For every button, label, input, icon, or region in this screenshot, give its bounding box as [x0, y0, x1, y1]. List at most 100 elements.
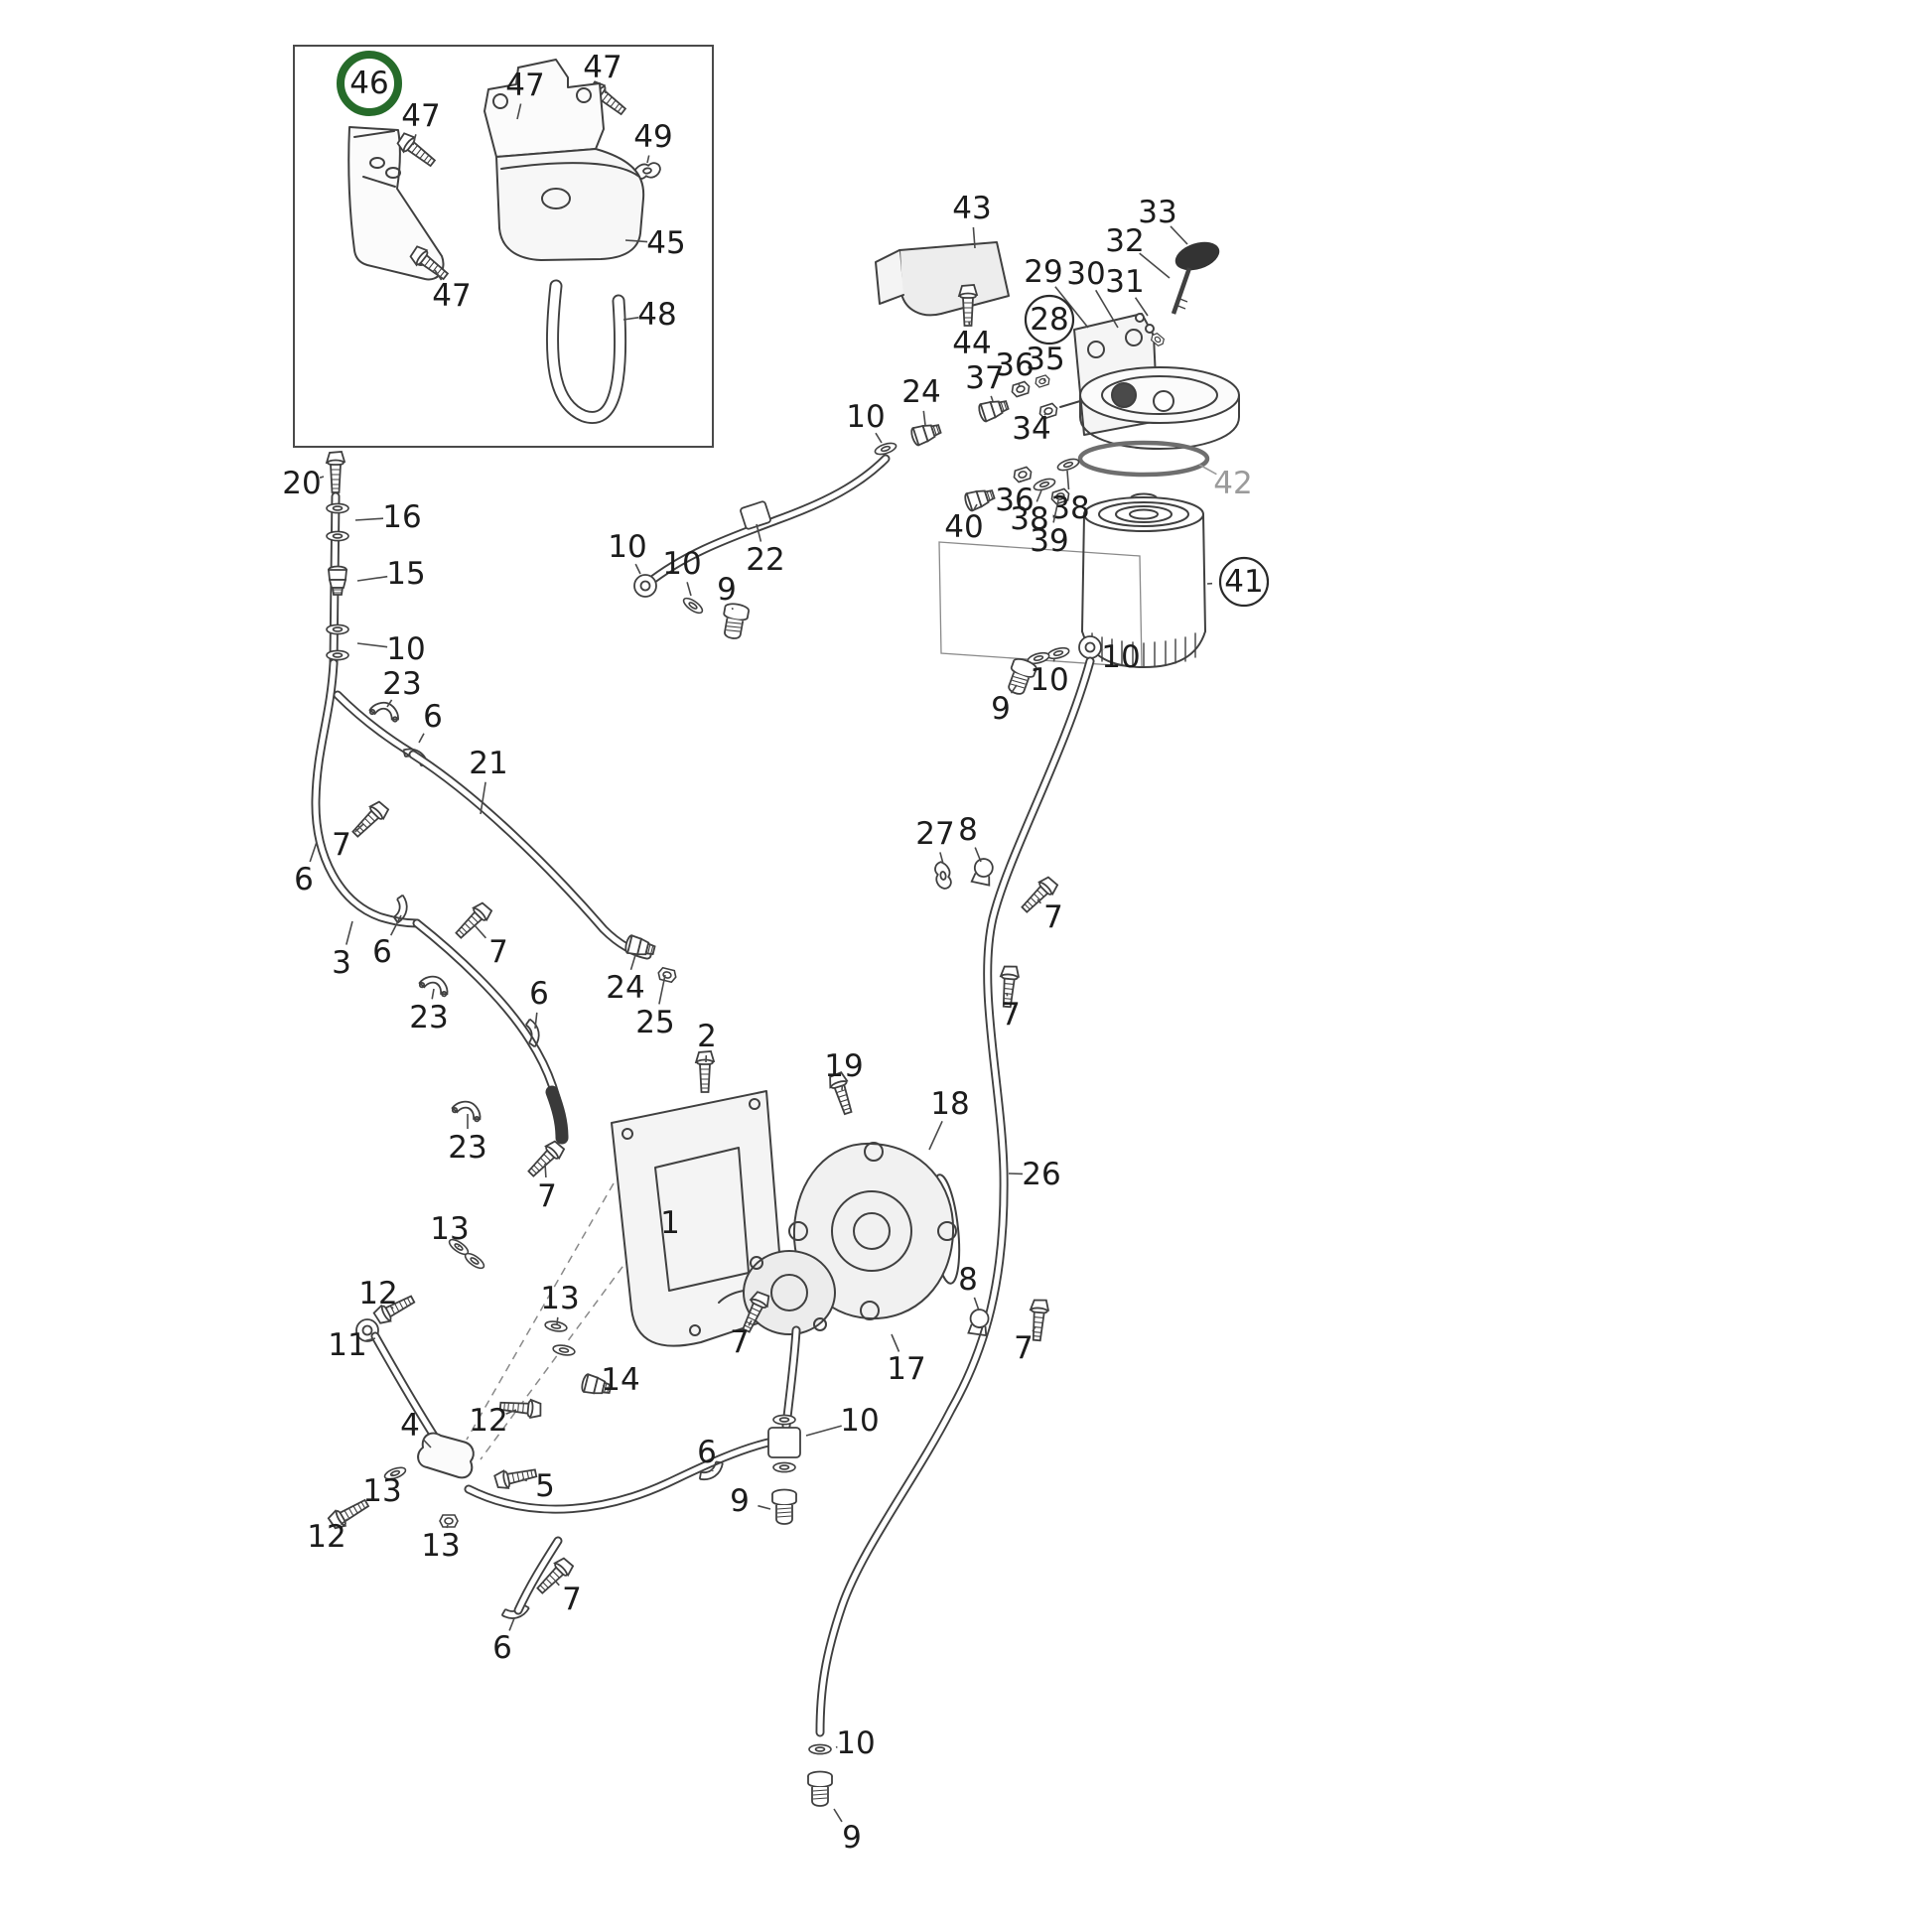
part-callout-39[interactable]: 39: [1030, 523, 1068, 559]
part-callout-27[interactable]: 27: [915, 816, 954, 852]
part-callout-35[interactable]: 35: [1026, 342, 1064, 377]
part-callout-23[interactable]: 23: [382, 666, 421, 702]
part-callout-28[interactable]: 28: [1030, 302, 1068, 338]
part-callout-8[interactable]: 8: [958, 1262, 978, 1298]
part-callout-13[interactable]: 13: [362, 1473, 401, 1509]
part-callout-34[interactable]: 34: [1012, 411, 1050, 447]
part-callout-17[interactable]: 17: [887, 1351, 925, 1387]
part-callout-21[interactable]: 21: [469, 746, 507, 781]
part-callout-18[interactable]: 18: [930, 1086, 969, 1122]
part-callout-9[interactable]: 9: [991, 691, 1011, 727]
part-callout-7[interactable]: 7: [1043, 899, 1063, 935]
part-callout-44[interactable]: 44: [952, 326, 991, 361]
callout-leader-line: [972, 226, 976, 249]
bolt-2-part: [695, 1050, 715, 1093]
part-callout-36[interactable]: 36: [995, 483, 1034, 518]
callout-leader-line: [974, 847, 982, 863]
part-callout-47[interactable]: 47: [401, 98, 440, 134]
part-callout-15[interactable]: 15: [386, 556, 425, 592]
callout-leader-line: [354, 823, 364, 833]
part-callout-14[interactable]: 14: [601, 1362, 639, 1398]
part-callout-25[interactable]: 25: [635, 1005, 674, 1040]
hose-clamp-sleeve-part: [740, 500, 771, 530]
part-callout-10[interactable]: 10: [840, 1403, 879, 1439]
part-callout-42[interactable]: 42: [1213, 466, 1252, 501]
part-callout-7[interactable]: 7: [730, 1324, 750, 1360]
part-callout-26[interactable]: 26: [1022, 1157, 1060, 1192]
part-callout-12[interactable]: 12: [469, 1403, 507, 1439]
part-callout-9[interactable]: 9: [730, 1483, 750, 1519]
part-callout-10[interactable]: 10: [386, 631, 425, 667]
part-callout-3[interactable]: 3: [332, 945, 351, 981]
part-callout-6[interactable]: 6: [697, 1435, 717, 1470]
part-callout-10[interactable]: 10: [608, 529, 646, 565]
part-callout-43[interactable]: 43: [952, 191, 991, 226]
part-callout-7[interactable]: 7: [537, 1178, 557, 1214]
part-callout-10[interactable]: 10: [1101, 639, 1140, 675]
part-callout-8[interactable]: 8: [958, 812, 978, 848]
part-callout-38[interactable]: 38: [1010, 501, 1048, 537]
part-callout-13[interactable]: 13: [421, 1528, 460, 1564]
part-callout-24[interactable]: 24: [606, 970, 644, 1006]
part-callout-4[interactable]: 4: [400, 1408, 420, 1444]
part-callout-7[interactable]: 7: [562, 1582, 582, 1617]
part-callout-23[interactable]: 23: [448, 1130, 486, 1166]
part-callout-41[interactable]: 41: [1224, 564, 1263, 600]
part-callout-45[interactable]: 45: [646, 225, 685, 261]
part-callout-22[interactable]: 22: [746, 542, 784, 578]
part-callout-6[interactable]: 6: [492, 1630, 512, 1666]
part-callout-1[interactable]: 1: [660, 1205, 680, 1241]
part-callout-5[interactable]: 5: [535, 1468, 555, 1504]
part-callout-6[interactable]: 6: [529, 976, 549, 1012]
washer-10-part: [326, 623, 349, 635]
part-callout-16[interactable]: 16: [382, 499, 421, 535]
callout-leader-line: [1066, 470, 1070, 490]
part-callout-10[interactable]: 10: [1030, 662, 1068, 698]
part-callout-37[interactable]: 37: [965, 360, 1004, 396]
part-callout-13[interactable]: 13: [540, 1281, 579, 1316]
part-callout-7[interactable]: 7: [1001, 997, 1021, 1033]
part-callout-6[interactable]: 6: [294, 862, 314, 897]
callout-leader-line: [554, 1580, 560, 1587]
callout-leader-line: [391, 1473, 394, 1476]
washer-16-part: [326, 502, 349, 514]
part-callout-31[interactable]: 31: [1105, 264, 1144, 300]
part-callout-7[interactable]: 7: [1014, 1330, 1034, 1366]
part-callout-49[interactable]: 49: [633, 119, 672, 155]
callout-leader-line: [629, 954, 636, 971]
bolt-5-part: [492, 1463, 539, 1492]
part-callout-6[interactable]: 6: [372, 934, 392, 970]
part-callout-10[interactable]: 10: [662, 546, 701, 582]
part-callout-24[interactable]: 24: [901, 374, 940, 410]
part-callout-12[interactable]: 12: [307, 1519, 345, 1555]
part-callout-2[interactable]: 2: [697, 1019, 717, 1054]
part-callout-46[interactable]: 46: [349, 66, 388, 101]
part-callout-30[interactable]: 30: [1066, 256, 1105, 292]
banjo-bolt-9-part: [719, 601, 751, 641]
part-callout-20[interactable]: 20: [282, 466, 321, 501]
part-callout-13[interactable]: 13: [430, 1211, 469, 1247]
part-callout-48[interactable]: 48: [637, 297, 676, 333]
part-callout-32[interactable]: 32: [1105, 223, 1144, 259]
callout-leader-line: [891, 1333, 900, 1352]
part-callout-9[interactable]: 9: [842, 1820, 862, 1856]
part-callout-10[interactable]: 10: [846, 399, 885, 435]
part-callout-36[interactable]: 36: [995, 347, 1034, 383]
part-callout-47[interactable]: 47: [505, 68, 544, 103]
part-callout-29[interactable]: 29: [1024, 254, 1062, 290]
part-callout-9[interactable]: 9: [717, 572, 737, 608]
part-callout-23[interactable]: 23: [409, 1000, 448, 1035]
part-callout-19[interactable]: 19: [824, 1048, 863, 1084]
part-callout-47[interactable]: 47: [432, 278, 471, 314]
part-callout-10[interactable]: 10: [836, 1725, 875, 1761]
part-callout-33[interactable]: 33: [1138, 195, 1176, 230]
part-callout-6[interactable]: 6: [423, 699, 443, 735]
part-callout-7[interactable]: 7: [332, 827, 351, 863]
callout-leader-line: [534, 1012, 538, 1030]
callout-leader-line: [646, 155, 650, 164]
part-callout-11[interactable]: 11: [328, 1327, 366, 1363]
part-callout-12[interactable]: 12: [358, 1276, 397, 1311]
part-callout-7[interactable]: 7: [488, 934, 508, 970]
part-callout-40[interactable]: 40: [944, 509, 983, 545]
part-callout-47[interactable]: 47: [583, 50, 621, 85]
